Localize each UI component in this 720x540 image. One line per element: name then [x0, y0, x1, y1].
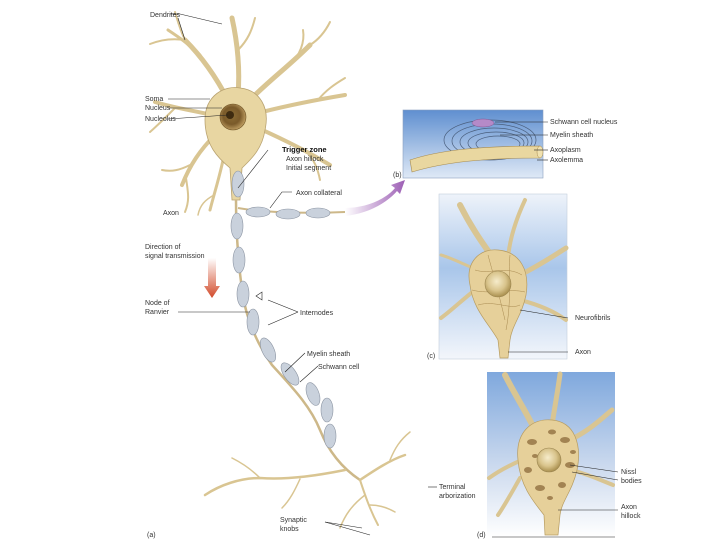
label-hillock-1: Axon — [621, 504, 637, 511]
label-nissl-2: bodies — [621, 478, 642, 485]
label-node-2: Ranvier — [145, 309, 170, 316]
panel-a-neuron: Dendrites Soma Nucleus Nucleolus Trigger… — [145, 11, 476, 539]
neuron-c-illustration — [439, 198, 569, 359]
label-synaptic-1: Synaptic — [280, 517, 307, 524]
label-synaptic-2: knobs — [280, 526, 299, 533]
label-nucleus: Nucleus — [145, 105, 171, 112]
label-dendrites: Dendrites — [150, 12, 180, 19]
dendrites-illustration — [149, 11, 347, 216]
nucleolus-illustration — [226, 111, 234, 119]
neuron-d-illustration — [487, 371, 615, 536]
nissl-bodies-illustration — [524, 429, 576, 500]
label-trigger-zone: Trigger zone — [282, 145, 327, 154]
direction-arrow — [204, 258, 220, 298]
label-axon-hillock: Axon hillock — [286, 156, 324, 163]
panel-a-tag: (a) — [147, 532, 156, 539]
label-myelin-sheath: Myelin sheath — [307, 351, 350, 358]
panel-c: Neurofibrils Axon (c) — [427, 193, 611, 360]
panel-b-tag: (b) — [393, 172, 402, 179]
label-initial-segment: Initial segment — [286, 165, 331, 172]
panel-a-leader-lines — [167, 13, 437, 536]
label-hillock-2: hillock — [621, 513, 641, 520]
label-b-myelin-sheath: Myelin sheath — [550, 132, 593, 139]
label-axolemma: Axolemma — [550, 157, 583, 164]
label-nissl-1: Nissl — [621, 469, 637, 476]
panel-c-tag: (c) — [427, 353, 435, 360]
label-terminal-1: Terminal — [439, 484, 466, 491]
label-node-1: Node of — [145, 300, 170, 307]
label-axon-collateral: Axon collateral — [296, 190, 342, 197]
collateral-arrow — [345, 180, 405, 216]
label-soma: Soma — [145, 96, 163, 103]
terminal-arborization-illustration — [203, 431, 411, 529]
schwann-nucleus-illustration — [471, 118, 495, 128]
label-nucleolus: Nucleolus — [145, 116, 176, 123]
label-schwann-nucleus: Schwann cell nucleus — [550, 119, 618, 126]
myelin-segments — [230, 170, 337, 449]
axon-illustration — [234, 199, 361, 482]
label-direction-1: Direction of — [145, 244, 180, 251]
panel-b: Schwann cell nucleus Myelin sheath Axopl… — [393, 109, 618, 179]
label-terminal-2: arborization — [439, 493, 476, 500]
panel-d: Nissl bodies Axon hillock (d) — [477, 371, 642, 539]
label-schwann-cell: Schwann cell — [318, 364, 360, 371]
panel-d-tag: (d) — [477, 532, 486, 539]
label-axoplasm: Axoplasm — [550, 147, 581, 154]
label-axon: Axon — [163, 210, 179, 217]
label-internodes: Internodes — [300, 310, 334, 317]
label-direction-2: signal transmission — [145, 253, 205, 260]
label-neurofibrils: Neurofibrils — [575, 315, 611, 322]
label-c-axon: Axon — [575, 349, 591, 356]
